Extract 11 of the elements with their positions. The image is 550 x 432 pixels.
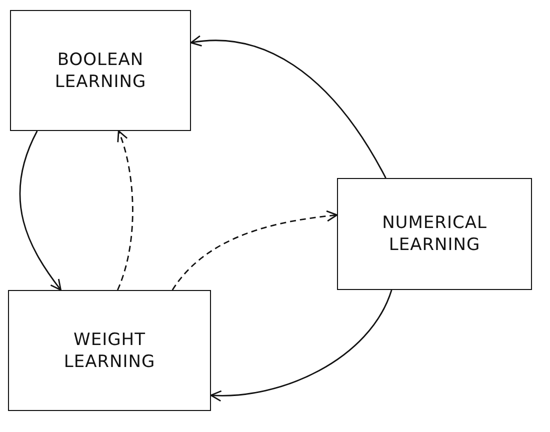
process-box xyxy=(10,10,191,131)
arrow xyxy=(19,130,62,291)
box-label: WEIGHT LEARNING xyxy=(62,328,156,372)
arrow xyxy=(116,130,134,290)
box-label: NUMERICAL LEARNING xyxy=(381,212,488,256)
box-label: BOOLEAN LEARNING xyxy=(54,48,148,92)
process-box xyxy=(337,178,532,290)
arrow xyxy=(210,290,392,402)
arrow xyxy=(190,36,386,178)
process-box xyxy=(8,290,211,411)
arrow xyxy=(172,210,338,290)
